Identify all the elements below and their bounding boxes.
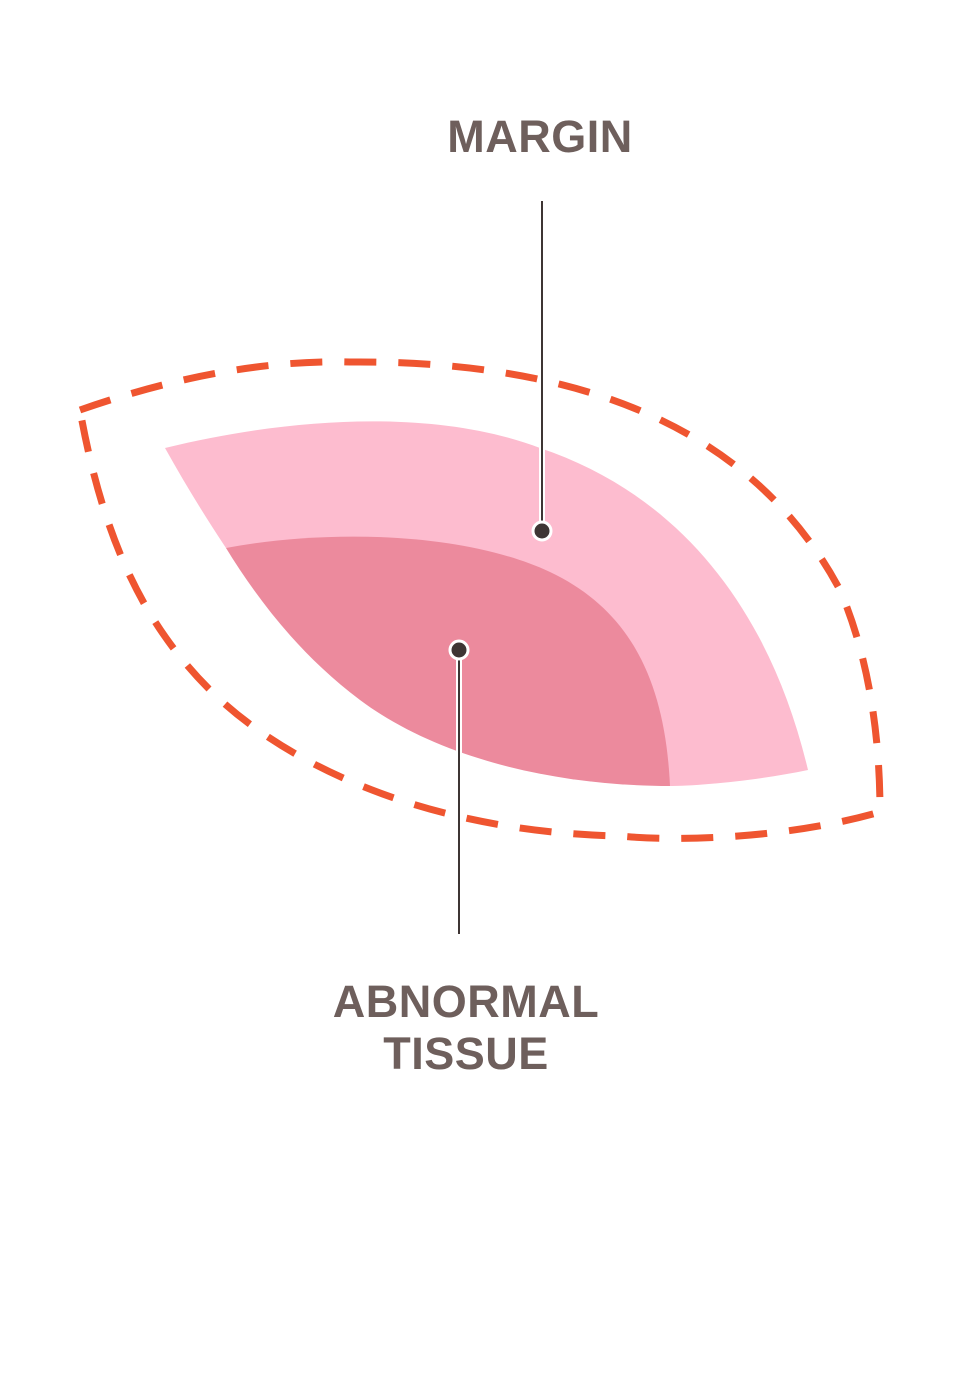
margin-label: MARGIN xyxy=(447,111,633,162)
abnormal-tissue-region xyxy=(226,536,670,786)
abnormal-leader-dot xyxy=(448,639,470,661)
margin-leader-dot xyxy=(531,520,553,542)
abnormal-tissue-label: ABNORMAL TISSUE xyxy=(286,976,646,1080)
abnormal-tissue-label-line-2: TISSUE xyxy=(383,1028,549,1079)
abnormal-tissue-label-line-1: ABNORMAL xyxy=(332,976,600,1027)
